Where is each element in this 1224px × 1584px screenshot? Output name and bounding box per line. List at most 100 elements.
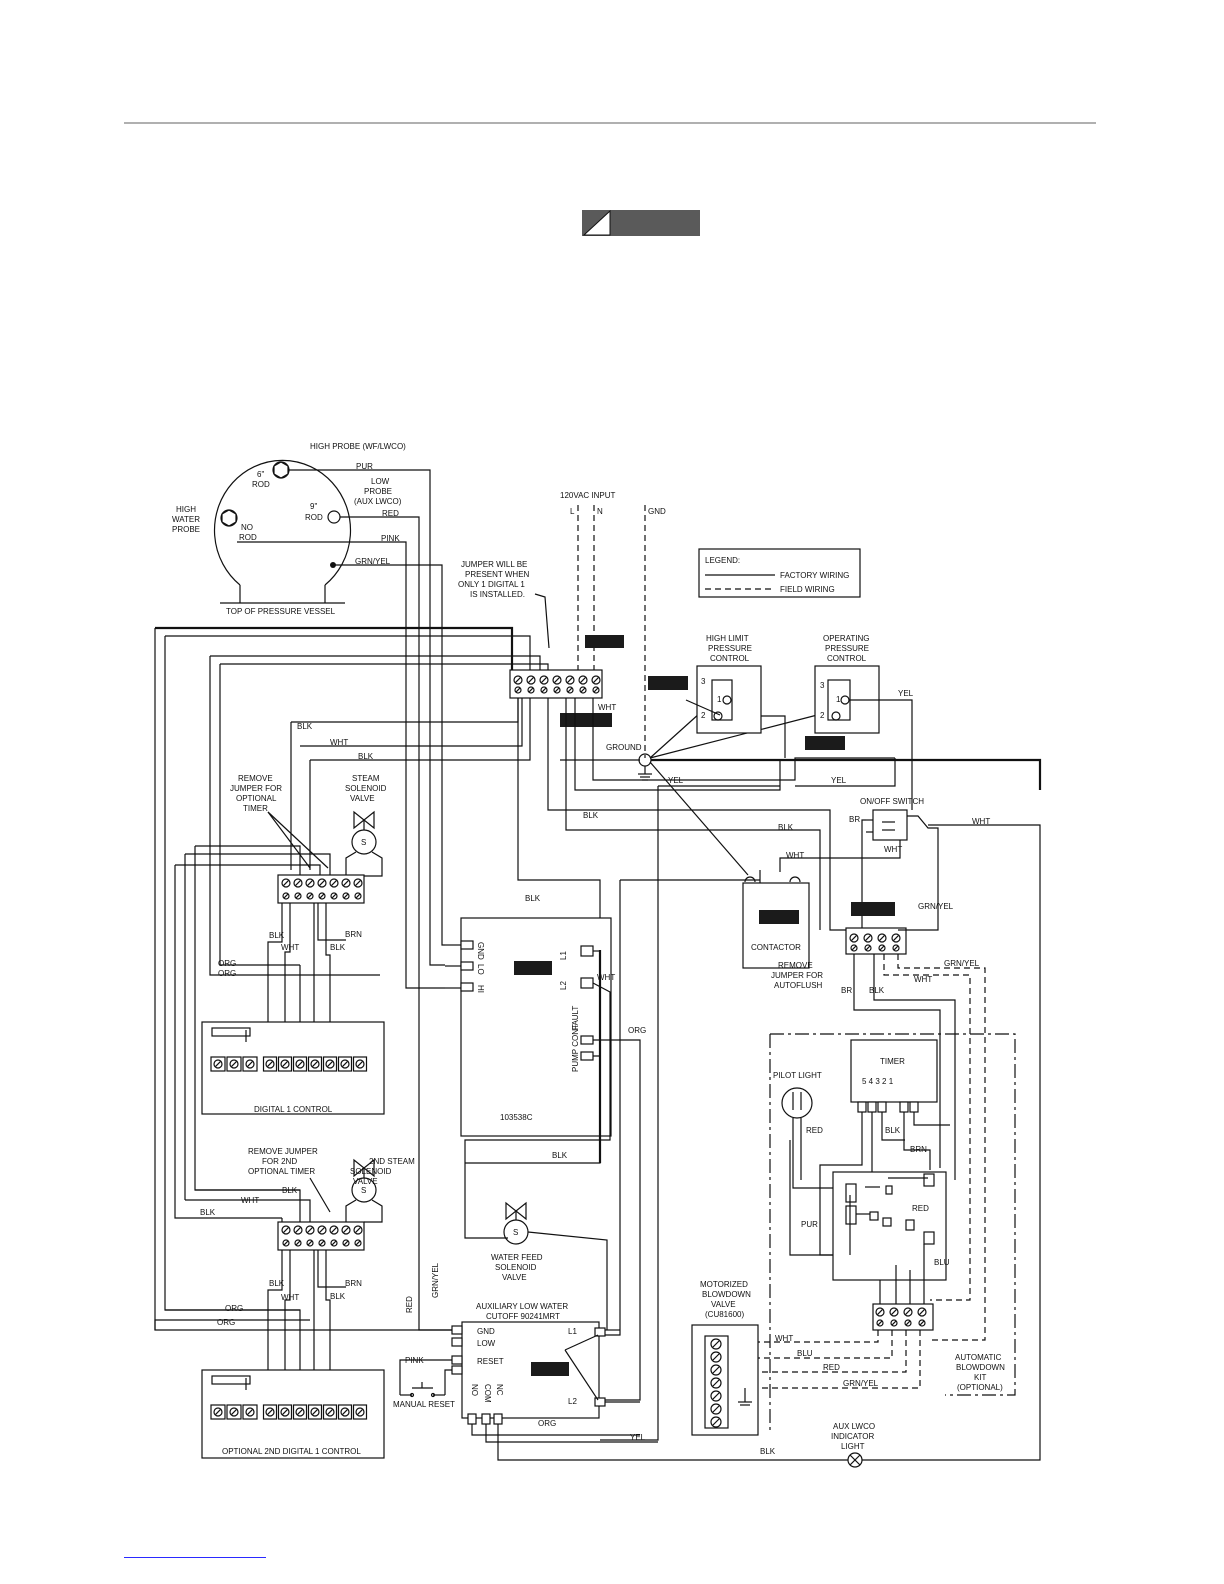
terminal-screw — [863, 933, 873, 943]
svg-text:BLK: BLK — [760, 1447, 776, 1456]
terminal-screw — [293, 1225, 303, 1235]
svg-text:FACTORY WIRING: FACTORY WIRING — [780, 571, 849, 580]
svg-text:L1: L1 — [568, 1327, 577, 1336]
svg-text:OPTIONAL TIMER: OPTIONAL TIMER — [248, 1167, 315, 1176]
svg-text:LEGEND:: LEGEND: — [705, 556, 740, 565]
terminal-screw — [552, 675, 562, 685]
svg-text:PINK: PINK — [381, 534, 400, 543]
svg-text:PUMP CONT: PUMP CONT — [571, 1024, 580, 1072]
svg-text:BLOWDOWN: BLOWDOWN — [956, 1363, 1005, 1372]
svg-text:WHT: WHT — [330, 738, 348, 747]
terminal-screw — [592, 686, 600, 694]
steam-terminal-block-2 — [277, 1221, 365, 1251]
svg-text:BLK: BLK — [200, 1208, 216, 1217]
svg-text:REMOVE: REMOVE — [238, 774, 273, 783]
svg-text:BLK: BLK — [297, 722, 313, 731]
svg-text:N: N — [597, 507, 603, 516]
svg-text:5 4 3 2 1: 5 4 3 2 1 — [862, 1077, 894, 1086]
terminal-screw — [295, 1059, 305, 1069]
terminal-screw — [353, 1225, 363, 1235]
redacted-label — [531, 1362, 569, 1376]
terminal-screw — [265, 1059, 275, 1069]
terminal-screw — [565, 675, 575, 685]
aux-lwco-indicator-light-icon — [847, 1452, 863, 1468]
contactor — [742, 882, 810, 969]
terminal-screw — [318, 1239, 326, 1247]
terminal-screw — [710, 1351, 722, 1363]
svg-text:ORG: ORG — [218, 969, 236, 978]
svg-text:JUMPER WILL BE: JUMPER WILL BE — [461, 560, 527, 569]
svg-text:RESET: RESET — [477, 1357, 504, 1366]
svg-text:AUXILIARY LOW WATER: AUXILIARY LOW WATER — [476, 1302, 568, 1311]
svg-text:DIGITAL 1 CONTROL: DIGITAL 1 CONTROL — [254, 1105, 333, 1114]
svg-text:KIT: KIT — [974, 1373, 987, 1382]
terminal-screw — [353, 878, 363, 888]
svg-text:3: 3 — [820, 681, 825, 690]
svg-text:103538C: 103538C — [500, 1113, 533, 1122]
terminal-screw — [850, 944, 858, 952]
svg-text:WHT: WHT — [281, 943, 299, 952]
svg-text:INDICATOR: INDICATOR — [831, 1432, 874, 1441]
steam-solenoid-valve-icon — [351, 829, 377, 855]
terminal-screw — [864, 944, 872, 952]
terminal-screw — [265, 1407, 275, 1417]
terminal-screw — [903, 1307, 913, 1317]
main-terminal-block — [509, 669, 603, 699]
terminal-screw — [310, 1407, 320, 1417]
svg-text:PUR: PUR — [801, 1220, 818, 1229]
svg-text:GROUND: GROUND — [606, 743, 642, 752]
svg-text:GRN/YEL: GRN/YEL — [431, 1262, 440, 1298]
svg-text:BR: BR — [849, 815, 860, 824]
terminal-screw — [355, 1059, 365, 1069]
blowdown-kit-terminal-block — [872, 1303, 934, 1331]
terminal-screw — [876, 1319, 884, 1327]
svg-text:NO: NO — [241, 523, 253, 532]
redacted-label — [851, 902, 895, 916]
svg-text:NO: NO — [470, 1384, 479, 1396]
terminal-screw — [294, 1239, 302, 1247]
svg-text:LOW: LOW — [477, 1339, 496, 1348]
svg-text:YEL: YEL — [668, 776, 684, 785]
svg-text:WHT: WHT — [884, 845, 902, 854]
terminal-screw — [917, 1307, 927, 1317]
svg-text:OPTIONAL 2ND DIGITAL 1 CONTROL: OPTIONAL 2ND DIGITAL 1 CONTROL — [222, 1447, 361, 1456]
svg-text:HIGH LIMIT: HIGH LIMIT — [706, 634, 749, 643]
terminal-screw — [878, 944, 886, 952]
autoflush-terminal-block — [845, 927, 907, 955]
svg-text:ORG: ORG — [225, 1304, 243, 1313]
svg-text:BLK: BLK — [525, 894, 541, 903]
label-top-vessel: TOP OF PRESSURE VESSEL — [226, 607, 336, 616]
svg-text:PROBE: PROBE — [172, 525, 200, 534]
svg-text:ORG: ORG — [217, 1318, 235, 1327]
svg-text:MANUAL RESET: MANUAL RESET — [393, 1400, 455, 1409]
legend — [698, 548, 861, 598]
svg-text:2: 2 — [820, 711, 825, 720]
svg-text:BLK: BLK — [358, 752, 374, 761]
terminal-screw — [281, 878, 291, 888]
terminal-screw — [213, 1059, 223, 1069]
svg-text:BLK: BLK — [552, 1151, 568, 1160]
svg-text:WHT: WHT — [775, 1334, 793, 1343]
terminal-screw — [282, 1239, 290, 1247]
svg-text:BR: BR — [841, 986, 852, 995]
terminal-screw — [317, 1225, 327, 1235]
svg-text:WHT: WHT — [598, 703, 616, 712]
svg-text:VALVE: VALVE — [711, 1300, 736, 1309]
svg-text:CONTACTOR: CONTACTOR — [751, 943, 801, 952]
svg-text:IS INSTALLED.: IS INSTALLED. — [470, 590, 525, 599]
terminal-screw — [280, 1059, 290, 1069]
svg-text:SOLENOID: SOLENOID — [350, 1167, 392, 1176]
svg-text:ONLY 1 DIGITAL 1: ONLY 1 DIGITAL 1 — [458, 580, 525, 589]
high-limit-pressure-control — [696, 665, 762, 734]
svg-text:YEL: YEL — [630, 1433, 646, 1442]
terminal-screw — [317, 878, 327, 888]
terminal-screw — [340, 1059, 350, 1069]
svg-text:FIELD WIRING: FIELD WIRING — [780, 585, 835, 594]
svg-text:ROD: ROD — [252, 480, 270, 489]
svg-text:GND: GND — [648, 507, 666, 516]
terminal-screw — [710, 1364, 722, 1376]
redacted-label — [759, 910, 799, 924]
svg-text:BRN: BRN — [345, 1279, 362, 1288]
terminal-screw — [282, 892, 290, 900]
